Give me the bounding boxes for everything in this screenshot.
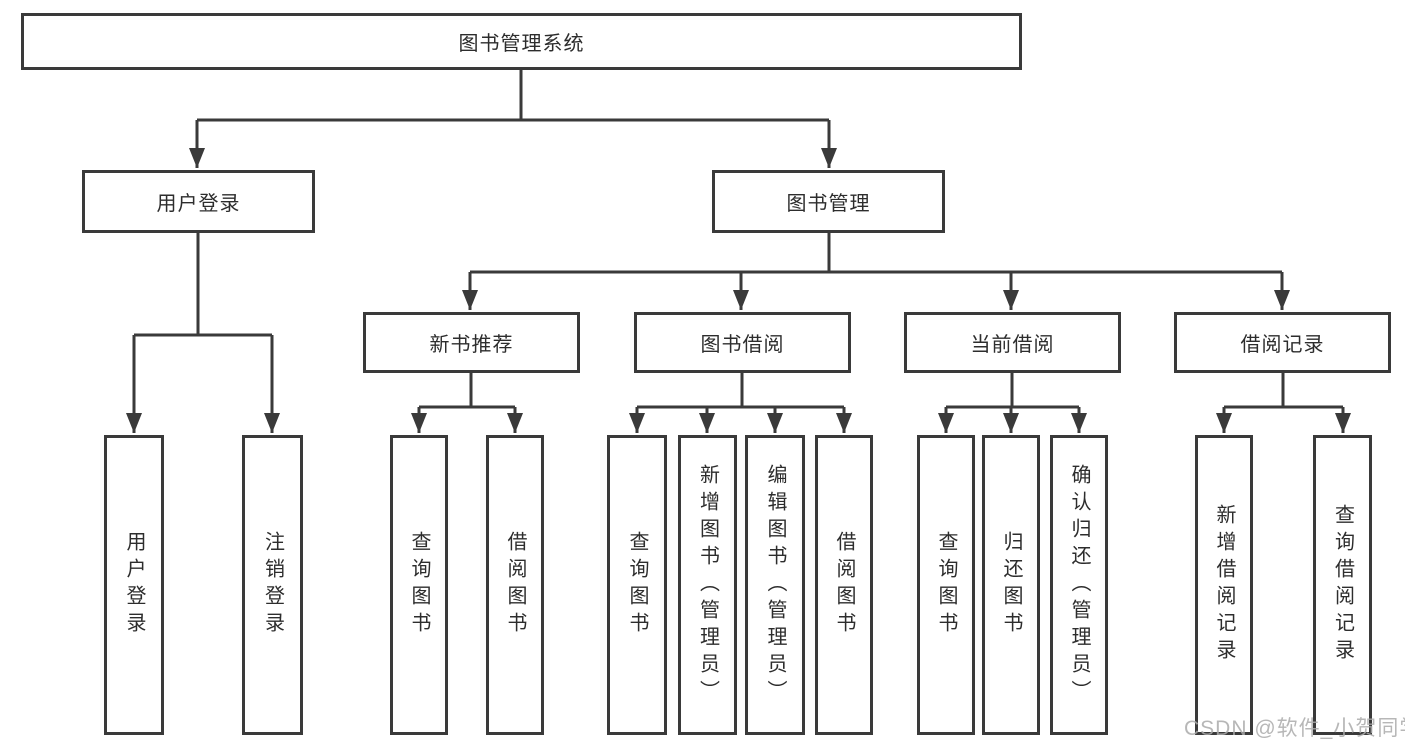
node-borrowing-records: 借阅记录 xyxy=(1174,312,1391,373)
leaf-user-login: 用户登录 xyxy=(104,435,164,735)
leaf-borrow-books-recommend: 借阅图书 xyxy=(486,435,544,735)
node-new-book-recommendation: 新书推荐 xyxy=(363,312,580,373)
node-current-borrowing: 当前借阅 xyxy=(904,312,1121,373)
leaf-return-books: 归还图书 xyxy=(982,435,1040,735)
leaf-query-books-recommend: 查询图书 xyxy=(390,435,448,735)
node-book-management: 图书管理 xyxy=(712,170,945,233)
leaf-confirm-return-admin: 确认归还（管理员） xyxy=(1050,435,1108,735)
node-user-login: 用户登录 xyxy=(82,170,315,233)
leaf-query-books-borrowing: 查询图书 xyxy=(607,435,667,735)
leaf-add-books-admin: 新增图书（管理员） xyxy=(678,435,737,735)
leaf-query-books-current: 查询图书 xyxy=(917,435,975,735)
node-book-borrowing: 图书借阅 xyxy=(634,312,851,373)
node-root-library-management-system: 图书管理系统 xyxy=(21,13,1022,70)
leaf-query-borrowing-record: 查询借阅记录 xyxy=(1313,435,1372,735)
csdn-watermark: CSDN @软件_小贺同学 xyxy=(1184,717,1405,740)
leaf-edit-books-admin: 编辑图书（管理员） xyxy=(745,435,805,735)
leaf-add-borrowing-record: 新增借阅记录 xyxy=(1195,435,1253,735)
leaf-logout: 注销登录 xyxy=(242,435,303,735)
leaf-borrow-books: 借阅图书 xyxy=(815,435,873,735)
